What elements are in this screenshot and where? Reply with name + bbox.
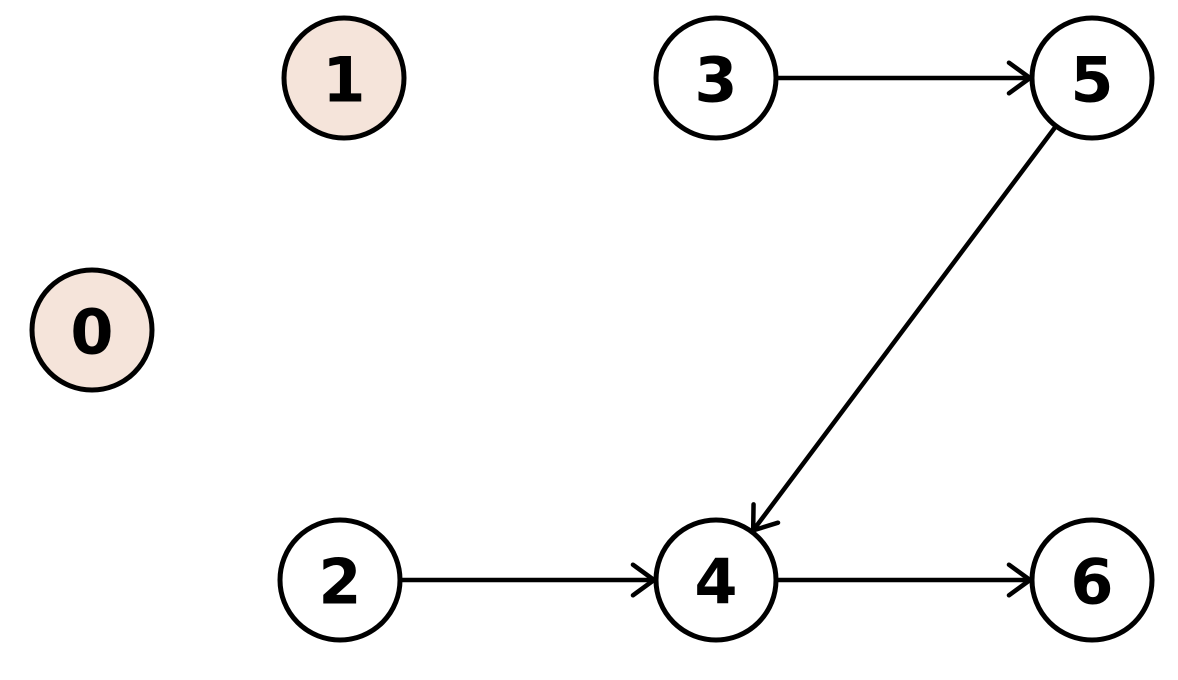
node-label: 2: [318, 546, 361, 619]
node-circle: [1029, 517, 1155, 643]
node-3: 3: [653, 15, 779, 141]
node-circle: [277, 517, 403, 643]
edge-line: [750, 125, 1058, 533]
node-5: 5: [1029, 15, 1155, 141]
node-circle: [653, 517, 779, 643]
node-label: 1: [322, 44, 365, 117]
nodes-layer: 0 1 2 3 4 5 6: [29, 15, 1155, 643]
edge-3-5: [775, 60, 1033, 96]
edge-4-6: [775, 562, 1033, 598]
node-circle: [281, 15, 407, 141]
node-0: 0: [29, 267, 155, 393]
node-circle: [29, 267, 155, 393]
node-2: 2: [277, 517, 403, 643]
node-circle: [1029, 15, 1155, 141]
edges-layer: [399, 60, 1058, 598]
node-label: 3: [694, 44, 737, 117]
node-4: 4: [653, 517, 779, 643]
edge-5-4: [750, 125, 1058, 533]
node-label: 4: [694, 546, 737, 619]
node-1: 1: [281, 15, 407, 141]
node-label: 5: [1070, 44, 1113, 117]
node-label: 6: [1070, 546, 1113, 619]
node-6: 6: [1029, 517, 1155, 643]
edge-2-4: [399, 562, 657, 598]
node-circle: [653, 15, 779, 141]
node-label: 0: [70, 296, 113, 369]
